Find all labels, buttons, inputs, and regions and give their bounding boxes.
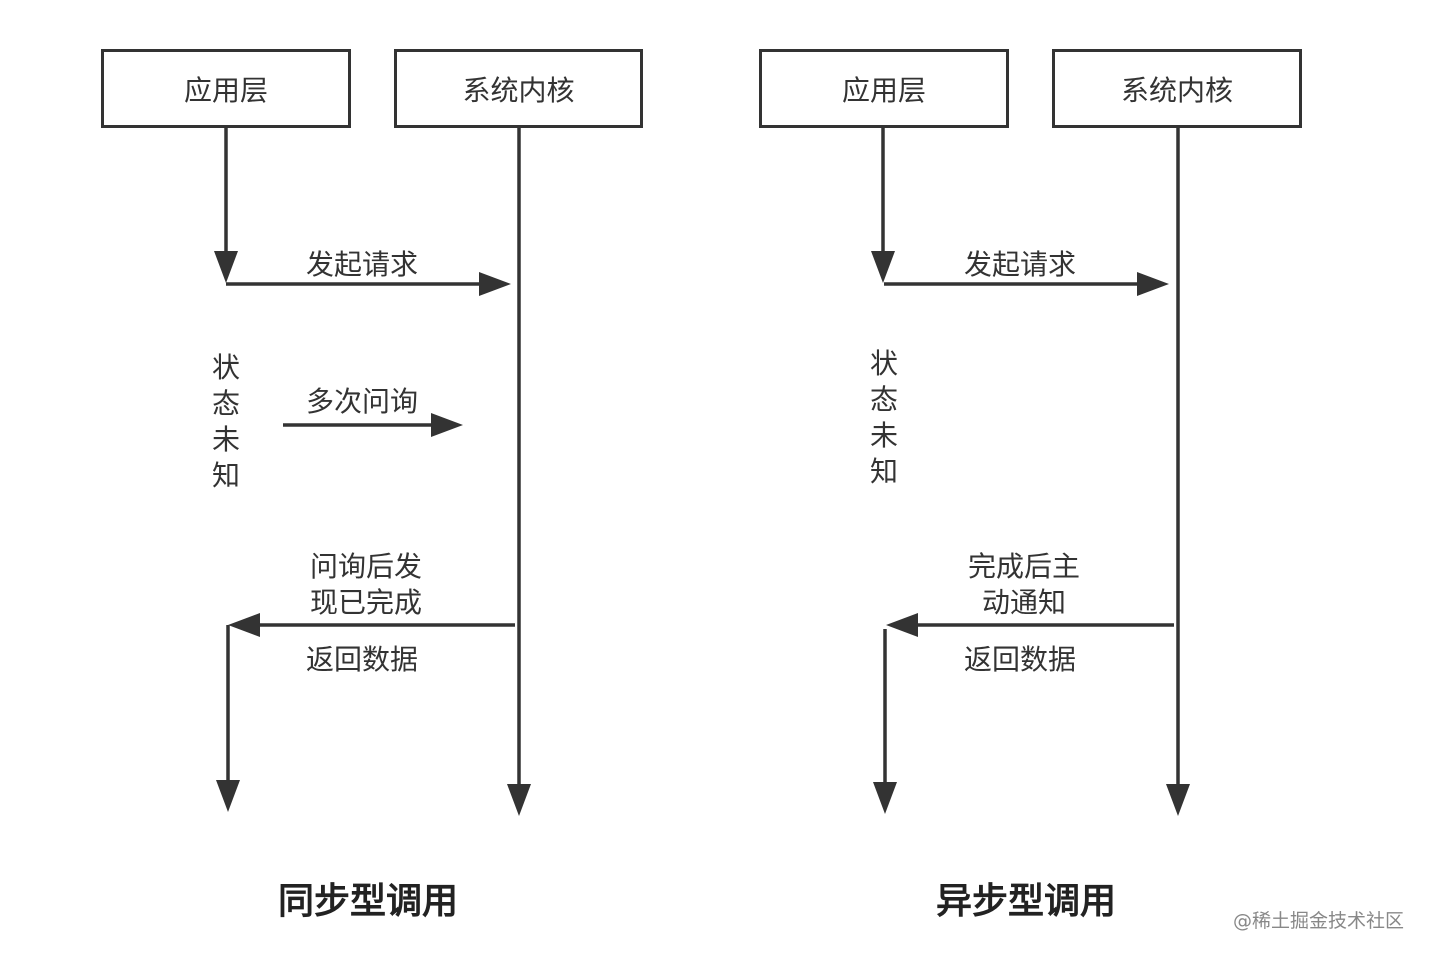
- async-kernel-label: 系统内核: [1120, 73, 1233, 107]
- sync-poll-arrow: [283, 413, 463, 437]
- sync-request-label: 发起请求: [306, 248, 419, 281]
- async-notify-label: 完成后主动通知: [967, 550, 1080, 619]
- async-kernel-box: 系统内核: [1052, 49, 1302, 128]
- async-app-layer-label: 应用层: [841, 73, 926, 107]
- sync-poll-label: 多次问询: [306, 385, 419, 418]
- sync-return-arrow: [228, 613, 515, 637]
- sync-kernel-label: 系统内核: [462, 73, 575, 107]
- async-kernel-lifeline-arrow: [1166, 128, 1190, 816]
- async-app-lifeline-arrow: [873, 629, 897, 814]
- async-app-layer-box: 应用层: [759, 49, 1009, 128]
- sync-app-layer-box: 应用层: [101, 49, 351, 128]
- async-app-down-arrow: [871, 128, 895, 283]
- sync-state-unknown-label: 状态未知: [211, 351, 240, 492]
- watermark: @稀土掘金技术社区: [1232, 910, 1404, 932]
- sync-done-label: 问询后发现已完成: [309, 550, 422, 619]
- async-notify-arrow: [886, 613, 1174, 637]
- sync-kernel-box: 系统内核: [394, 49, 643, 128]
- async-request-arrow: [884, 272, 1169, 296]
- async-request-label: 发起请求: [964, 248, 1077, 281]
- async-return-label: 返回数据: [964, 643, 1077, 676]
- sync-app-down-arrow: [214, 128, 238, 283]
- sync-kernel-lifeline-arrow: [507, 128, 531, 816]
- async-state-unknown-label: 状态未知: [869, 347, 898, 488]
- sync-app-lifeline-arrow: [216, 625, 240, 812]
- sync-title: 同步型调用: [277, 881, 459, 922]
- sync-request-arrow: [226, 272, 511, 296]
- sync-app-layer-label: 应用层: [183, 73, 268, 107]
- async-title: 异步型调用: [935, 881, 1117, 922]
- sync-return-label: 返回数据: [306, 643, 419, 676]
